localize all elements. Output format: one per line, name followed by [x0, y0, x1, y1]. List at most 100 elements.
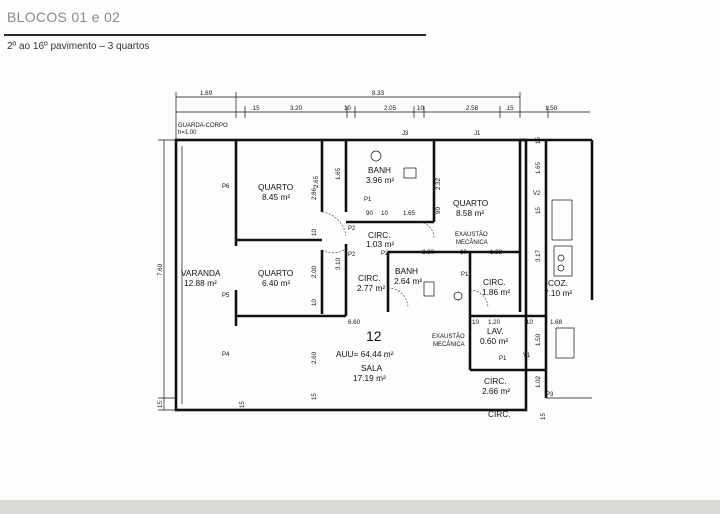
dim-168: 1.68 [550, 319, 563, 326]
room-circ-2-area: 2.77 m² [357, 283, 385, 293]
room-coz-area: 7.10 m² [544, 288, 572, 298]
dim-660: 6.60 [348, 319, 361, 326]
dim-102: 1.02 [535, 375, 542, 388]
dim-150: 1.50 [535, 333, 542, 346]
tag-p6: P6 [222, 184, 230, 190]
tag-v2: V2 [533, 191, 541, 197]
room-banh-2-name: BANH [395, 266, 418, 276]
tag-p5: P5 [222, 293, 230, 299]
page-title: BLOCOS 01 e 02 [7, 9, 121, 25]
room-lav-name: LAV. [487, 326, 504, 336]
dim-265: 2.65 [313, 175, 320, 188]
guard-rail-height: h=1.00 [178, 130, 197, 136]
dim-120: 1.20 [488, 319, 501, 326]
page-subtitle: 2º ao 16º pavimento – 3 quartos [7, 41, 150, 52]
tag-p4: P4 [222, 352, 230, 358]
auu-label: AUU= 64.44 m² [336, 349, 394, 359]
dim-bottom: 15 [157, 401, 164, 408]
dim-15a: 15 [311, 393, 318, 400]
dim-90b: 90 [435, 207, 442, 214]
title-rule [4, 34, 426, 36]
room-lav-area: 0.60 m² [480, 336, 508, 346]
room-circ-1-area: 1.03 m² [366, 239, 394, 249]
dim-seg5: 10 [417, 105, 424, 112]
room-quarto-1-name: QUARTO [258, 182, 294, 192]
dim-seg8: 1.50 [545, 105, 558, 112]
slide [0, 0, 720, 500]
room-circ-2-name: CIRC. [358, 273, 381, 283]
dim-165a: 1.65 [335, 167, 342, 180]
dim-260: 2.60 [311, 351, 318, 364]
room-circ-5-name: CIRC. [488, 409, 511, 419]
dim-15c: 15 [535, 137, 542, 144]
exhaust-2-line2: MECÂNICA [433, 341, 465, 348]
walls [174, 138, 594, 412]
dim-133: 1.33 [490, 249, 503, 256]
exhaust-1-line2: MECÂNICA [456, 239, 488, 246]
dim-left: 1.69 [200, 90, 213, 97]
door-swings [321, 211, 489, 309]
dim-15e: 15 [540, 413, 547, 420]
tag-p3: P3 [546, 392, 554, 398]
dim-10e: 10 [472, 319, 479, 326]
room-sala-name: SALA [361, 363, 383, 373]
floor-plan: 1.69 8.33 .15 3.20 10 2.05 10 2.58 .15 1… [157, 90, 594, 420]
room-varanda-name: VARANDA [181, 268, 221, 278]
guard-rail-label: GUARDA-CORPO [178, 123, 228, 129]
exhaust-2-line1: EXAUSTÃO [432, 333, 465, 340]
room-quarto-3-area: 6.40 m² [262, 278, 290, 288]
tag-p2c: P2 [381, 251, 389, 257]
room-circ-3-name: CIRC. [483, 277, 506, 287]
exhaust-1-line1: EXAUSTÃO [455, 231, 488, 238]
bottom-strip [0, 500, 720, 514]
dim-10d: 10 [460, 249, 467, 256]
dim-286: 2.86 [311, 187, 318, 200]
unit-number: 12 [366, 328, 382, 344]
room-circ-4-area: 2.66 m² [482, 386, 510, 396]
dim-317: 3.17 [535, 249, 542, 262]
dim-10a: 10 [311, 229, 318, 236]
room-banh-1-area: 3.96 m² [366, 175, 394, 185]
dim-seg4: 2.05 [384, 105, 397, 112]
dim-230: 2.30 [422, 249, 435, 256]
dim-total: 8.33 [372, 90, 385, 97]
room-quarto-1-area: 8.45 m² [262, 192, 290, 202]
dim-seg3: 10 [344, 105, 351, 112]
dim-seg6: 2.58 [466, 105, 479, 112]
dim-10c: 10 [381, 210, 388, 217]
dim-seg2: 3.20 [290, 105, 303, 112]
dim-232: 2.32 [435, 177, 442, 190]
room-circ-1-name: CIRC. [368, 230, 391, 240]
room-quarto-2-area: 8.58 m² [456, 208, 484, 218]
room-banh-2-area: 2.64 m² [394, 276, 422, 286]
dim-15d: 15 [239, 401, 246, 408]
tag-p1b: P1 [461, 272, 469, 278]
dim-310: 3.10 [335, 257, 342, 270]
room-coz-name: COZ. [548, 278, 568, 288]
room-circ-4-name: CIRC. [484, 376, 507, 386]
dim-165c: 1.65 [535, 161, 542, 174]
room-varanda-area: 12.88 m² [184, 278, 217, 288]
tag-p2b: P2 [348, 252, 356, 258]
dim-165b: 1.65 [403, 210, 416, 217]
room-circ-3-area: 1.86 m² [482, 287, 510, 297]
room-banh-1-name: BANH [368, 165, 391, 175]
dim-10b: 10 [311, 299, 318, 306]
tag-v1: V1 [523, 353, 531, 359]
tag-p2a: P2 [348, 226, 356, 232]
dim-90a: 90 [366, 210, 373, 217]
room-sala-area: 17.19 m² [353, 373, 386, 383]
tag-p1c: P1 [499, 356, 507, 362]
dim-seg7: .15 [505, 105, 514, 112]
dim-height: 7.60 [157, 263, 164, 276]
dim-200: 2.00 [311, 265, 318, 278]
dim-15b: 15 [535, 207, 542, 214]
dimension-lines [158, 92, 590, 411]
dim-seg1: .15 [251, 105, 260, 112]
dim-10f: 10 [526, 319, 533, 326]
tag-j1: J1 [474, 131, 481, 137]
room-quarto-2-name: QUARTO [453, 198, 489, 208]
tag-j3: J3 [402, 131, 409, 137]
fixtures [370, 150, 575, 359]
tag-p1a: P1 [364, 197, 372, 203]
